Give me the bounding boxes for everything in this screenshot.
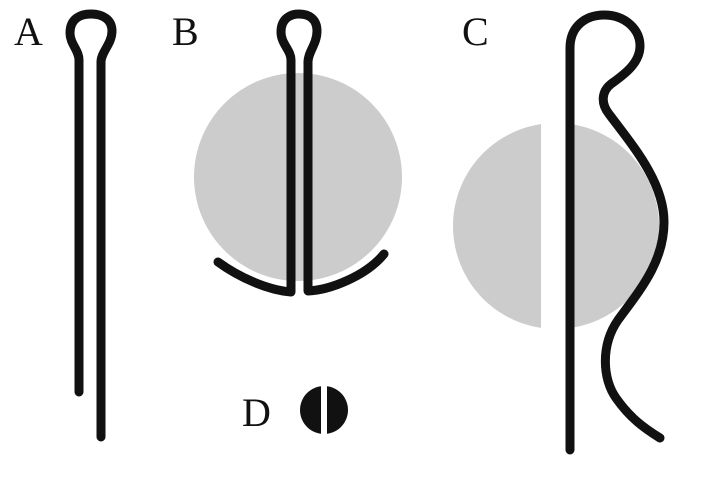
cotter-pin-b-leg-right xyxy=(303,57,389,296)
panel-a-label: A xyxy=(14,9,43,54)
hitch-pin-clip-c xyxy=(565,10,669,455)
panel-d-label: D xyxy=(242,390,271,435)
panel-d: D xyxy=(242,384,348,436)
cotter-pin-b-leg-left xyxy=(213,9,322,297)
shaft-circle-b xyxy=(194,73,402,281)
panel-c-label: C xyxy=(462,9,489,54)
panel-b-label: B xyxy=(172,9,199,54)
panel-a: A xyxy=(14,9,117,442)
panel-b: B xyxy=(172,9,402,297)
shaft-gap-c xyxy=(541,118,566,338)
cotter-pin-a xyxy=(65,9,117,442)
panel-c: C xyxy=(453,9,669,455)
cross-section-divider-d xyxy=(321,384,327,436)
